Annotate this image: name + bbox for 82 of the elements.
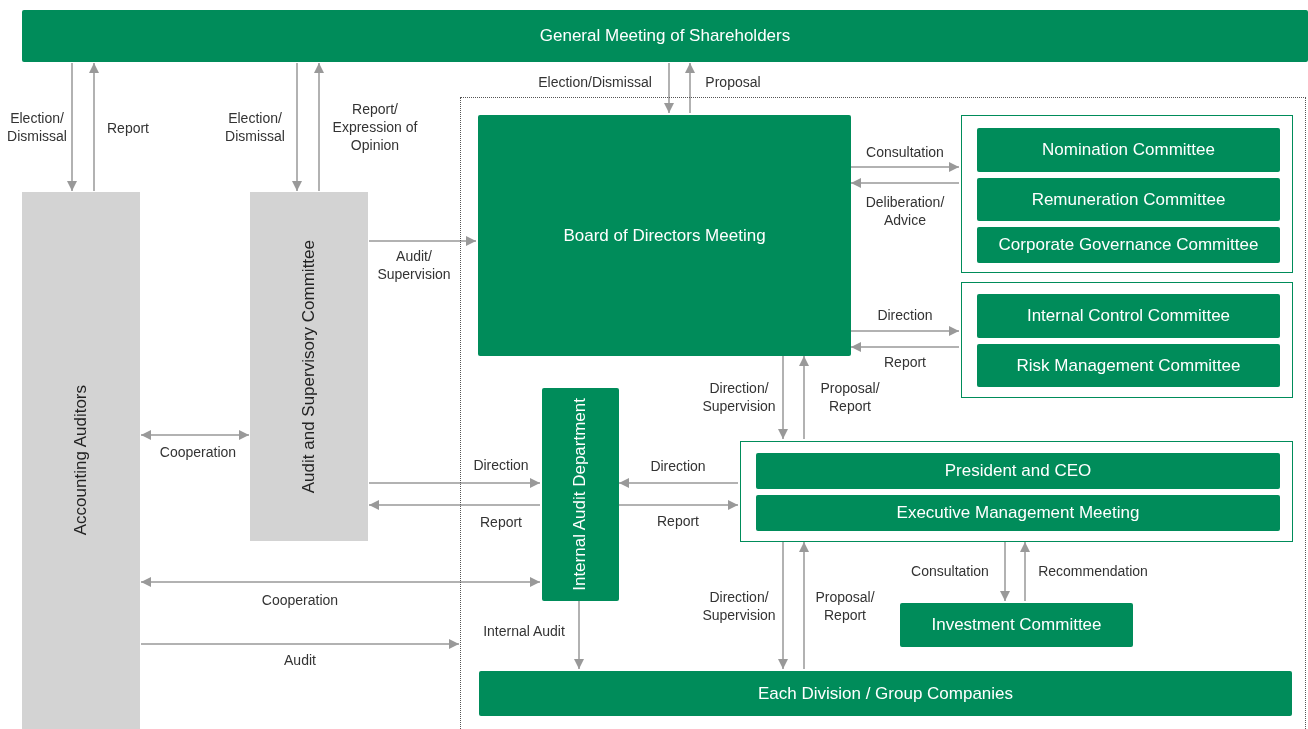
edge-label: Proposal/ Report xyxy=(819,378,881,416)
node-label: Audit and Supervisory Committee xyxy=(299,239,319,494)
edge-label: Report xyxy=(479,512,523,532)
process-box xyxy=(977,178,1280,221)
edge-label: Direction xyxy=(649,456,707,476)
edge-label: Consultation xyxy=(910,561,990,581)
arrow xyxy=(368,500,541,510)
group-frame xyxy=(961,282,1293,398)
arrow xyxy=(850,342,960,352)
edge-label: Cooperation xyxy=(158,442,238,462)
process-box xyxy=(756,453,1280,489)
arrow xyxy=(140,430,250,440)
edge-label: Audit/ Supervision xyxy=(376,246,452,284)
arrow xyxy=(574,600,584,670)
node-label: Executive Management Meeting xyxy=(896,503,1140,523)
edge-label: Election/ Dismissal xyxy=(224,108,286,146)
process-box xyxy=(479,671,1292,716)
arrow xyxy=(664,62,674,114)
arrow xyxy=(618,478,739,488)
process-box xyxy=(756,495,1280,531)
node-label: General Meeting of Shareholders xyxy=(539,26,791,46)
edge-label: Recommendation xyxy=(1037,561,1149,581)
arrow xyxy=(778,541,788,670)
arrow xyxy=(368,236,477,246)
arrow xyxy=(140,577,541,587)
arrow xyxy=(368,478,541,488)
node-label: Risk Management Committee xyxy=(1016,355,1241,376)
arrow xyxy=(685,62,695,114)
arrow xyxy=(292,62,302,192)
edge-label: Report xyxy=(883,352,927,372)
node-label: Internal Audit Department xyxy=(571,398,590,591)
process-box xyxy=(22,10,1308,62)
process-box xyxy=(977,344,1280,387)
process-box xyxy=(977,128,1280,172)
process-box xyxy=(542,388,619,601)
edge-label: Proposal/ Report xyxy=(814,587,876,625)
edge-label: Election/ Dismissal xyxy=(6,108,68,146)
process-box xyxy=(900,603,1133,647)
node-label: Investment Committee xyxy=(931,615,1102,635)
process-box xyxy=(977,294,1280,338)
node-label: Remuneration Committee xyxy=(1031,189,1226,210)
edge-label: Internal Audit xyxy=(482,621,566,641)
arrow xyxy=(67,62,77,192)
process-box xyxy=(478,115,851,356)
arrow xyxy=(1000,541,1010,602)
edge-label: Direction xyxy=(876,305,934,325)
node-label: Corporate Governance Committee xyxy=(998,235,1259,255)
arrow xyxy=(1020,541,1030,602)
node-label: President and CEO xyxy=(944,461,1092,481)
arrow xyxy=(778,355,788,440)
node-label: Board of Directors Meeting xyxy=(563,225,766,246)
arrow xyxy=(850,162,960,172)
node-label: Nomination Committee xyxy=(1042,140,1215,160)
edge-label: Report xyxy=(656,511,700,531)
arrow xyxy=(850,326,960,336)
entity-box xyxy=(22,192,140,729)
arrow xyxy=(314,62,324,192)
edge-label: Election/Dismissal xyxy=(537,72,653,92)
node-label: Each Division / Group Companies xyxy=(757,683,1014,704)
edge-label: Cooperation xyxy=(260,590,340,610)
arrow xyxy=(799,355,809,440)
edge-label: Report/ Expression of Opinion xyxy=(331,99,419,155)
arrow xyxy=(89,62,99,192)
edge-label: Report xyxy=(106,118,150,138)
edge-label: Proposal xyxy=(704,72,762,92)
group-frame xyxy=(740,441,1293,542)
edge-label: Deliberation/ Advice xyxy=(864,192,946,230)
arrow xyxy=(799,541,809,670)
group-frame xyxy=(961,115,1293,273)
edge-label: Direction/ Supervision xyxy=(701,587,777,625)
node-label: Internal Control Committee xyxy=(1026,306,1231,326)
edge-label: Consultation xyxy=(865,142,945,162)
edge-label: Audit xyxy=(283,650,317,670)
entity-box xyxy=(250,192,368,541)
node-label: Accounting Auditors xyxy=(71,385,91,536)
process-box xyxy=(977,227,1280,263)
edge-label: Direction/ Supervision xyxy=(701,378,777,416)
arrow xyxy=(140,639,460,649)
arrow xyxy=(618,500,739,510)
arrow xyxy=(850,178,960,188)
edge-label: Direction xyxy=(472,455,530,475)
dotted-boundary xyxy=(460,97,1306,729)
